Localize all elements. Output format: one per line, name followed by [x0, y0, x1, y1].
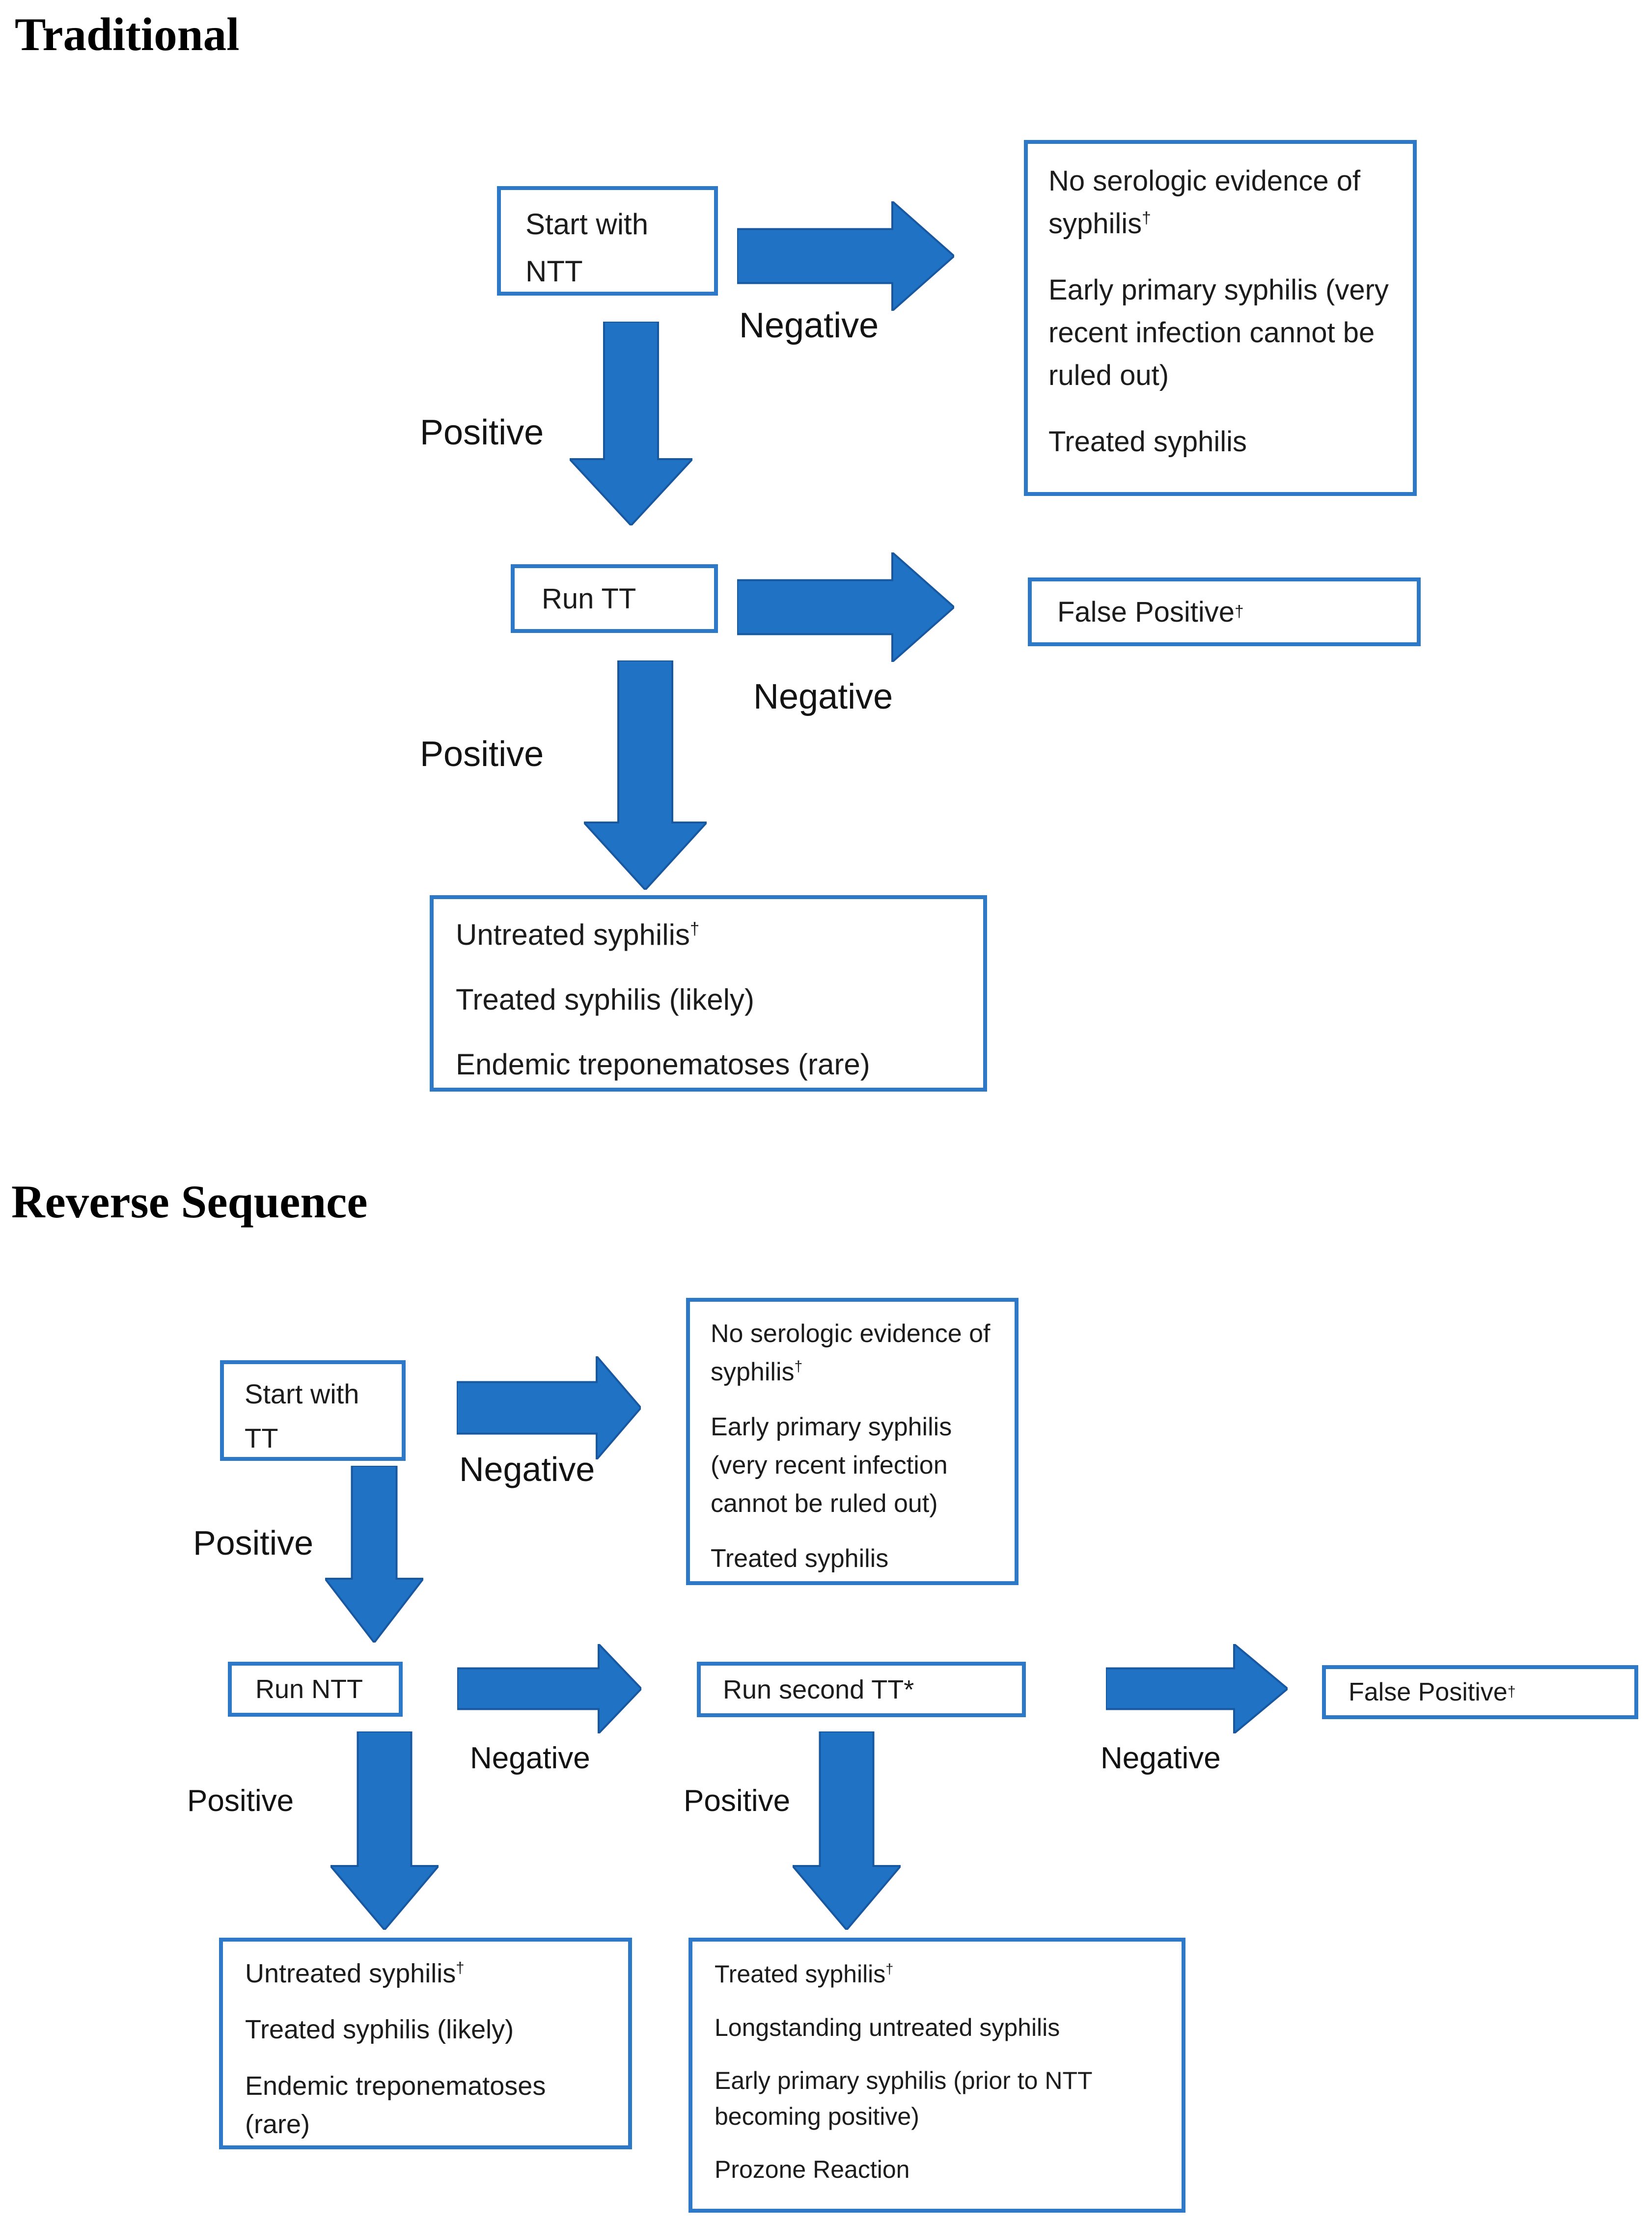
- outcome-line: Treated syphilis†: [715, 1960, 894, 1988]
- negative-right-arrow-icon: [1106, 1644, 1288, 1733]
- positive-down-arrow-icon: [330, 1731, 439, 1930]
- outcome-line: Prozone Reaction: [715, 2156, 910, 2183]
- outcome-line: No serologic evidence of syphilis†: [1048, 165, 1361, 240]
- positive-label: Positive: [684, 1784, 791, 1818]
- footnote-dagger: †: [794, 1358, 803, 1375]
- start-ntt-line1: Start with: [525, 208, 649, 241]
- positive-down-arrow-icon: [793, 1731, 901, 1930]
- outcome-line: Treated syphilis (likely): [245, 2015, 514, 2045]
- footnote-dagger: †: [885, 1961, 894, 1977]
- start-tt-line1: Start with: [245, 1378, 359, 1409]
- positive-down-arrow-icon: [325, 1466, 423, 1643]
- false-positive-box: False Positive†: [1028, 577, 1421, 646]
- ntt-positive-outcome-box: Untreated syphilis† Treated syphilis (li…: [219, 1938, 632, 2149]
- run-tt-box: Run TT: [511, 564, 718, 633]
- outcome-line: Untreated syphilis†: [245, 1959, 465, 1988]
- start-tt-line2: TT: [245, 1422, 278, 1454]
- footnote-dagger: †: [1235, 603, 1244, 621]
- positive-label: Positive: [187, 1784, 294, 1818]
- outcome-line: Longstanding untreated syphilis: [715, 2013, 1060, 2041]
- outcome-line: Early primary syphilis (very recent infe…: [711, 1413, 952, 1518]
- run-second-tt-box: Run second TT*: [697, 1662, 1026, 1717]
- outcome-line: Early primary syphilis (prior to NTT bec…: [715, 2067, 1092, 2130]
- start-ntt-line2: NTT: [525, 255, 583, 288]
- negative-label: Negative: [753, 677, 893, 716]
- negative-right-arrow-icon: [737, 201, 954, 311]
- negative-label: Negative: [470, 1741, 590, 1775]
- negative-right-arrow-icon: [737, 552, 954, 662]
- footnote-dagger: †: [689, 919, 700, 938]
- negative-label: Negative: [459, 1450, 595, 1488]
- footnote-dagger: †: [1507, 1684, 1516, 1700]
- outcome-line: Treated syphilis: [711, 1544, 889, 1573]
- outcome-line: Endemic treponematoses (rare): [456, 1048, 870, 1081]
- footnote-dagger: †: [1142, 209, 1151, 227]
- outcome-line: No serologic evidence of syphilis†: [711, 1319, 991, 1386]
- false-positive-box: False Positive†: [1322, 1665, 1638, 1719]
- outcome-line: Endemic treponematoses (rare): [245, 2071, 546, 2139]
- section-title-reverse-sequence: Reverse Sequence: [11, 1176, 368, 1228]
- positive-label: Positive: [420, 413, 544, 452]
- positive-down-arrow-icon: [570, 322, 692, 525]
- outcome-line: Treated syphilis (likely): [456, 983, 754, 1016]
- second-tt-positive-outcome-box: Treated syphilis† Longstanding untreated…: [688, 1938, 1185, 2213]
- outcome-line: Treated syphilis: [1048, 426, 1247, 458]
- negative-right-arrow-icon: [457, 1356, 641, 1459]
- ntt-negative-outcome-box: No serologic evidence of syphilis† Early…: [1024, 140, 1417, 496]
- start-with-ntt-box: Start with NTT: [497, 186, 718, 296]
- footnote-dagger: †: [456, 1959, 465, 1976]
- negative-label: Negative: [1101, 1741, 1221, 1775]
- outcome-line: Untreated syphilis†: [456, 918, 700, 951]
- positive-label: Positive: [420, 735, 544, 774]
- start-with-tt-box: Start with TT: [220, 1360, 406, 1461]
- positive-label: Positive: [193, 1524, 314, 1562]
- positive-down-arrow-icon: [584, 660, 707, 890]
- outcome-line: Early primary syphilis (very recent infe…: [1048, 274, 1389, 391]
- tt-positive-outcome-box: Untreated syphilis† Treated syphilis (li…: [430, 895, 987, 1092]
- negative-label: Negative: [739, 306, 879, 345]
- negative-right-arrow-icon: [457, 1644, 641, 1733]
- tt-negative-outcome-box: No serologic evidence of syphilis† Early…: [686, 1298, 1019, 1585]
- run-ntt-box: Run NTT: [228, 1662, 403, 1717]
- section-title-traditional: Traditional: [15, 8, 240, 60]
